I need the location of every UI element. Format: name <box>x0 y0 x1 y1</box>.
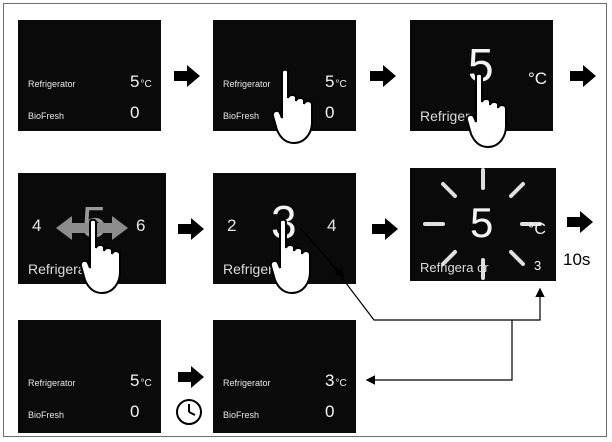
temp-unit: °C <box>528 69 548 88</box>
right-arrow-icon <box>370 65 396 87</box>
next-value: 4 <box>327 216 337 235</box>
temp-unit: °C <box>528 221 546 238</box>
diagram-frame <box>3 3 607 437</box>
screen-7-returned: Refrigerator 5°C BioFresh 0 <box>18 320 161 433</box>
right-arrow-icon <box>178 218 204 240</box>
refrigerator-label: Refrigerator <box>223 79 271 89</box>
refrigerator-label: Refrigerator <box>28 378 76 388</box>
refrigerator-label: Refrigerator <box>223 378 271 388</box>
biofresh-label: BioFresh <box>28 410 65 420</box>
biofresh-value: 0 <box>130 103 140 122</box>
biofresh-label: BioFresh <box>223 111 260 121</box>
right-arrow-icon <box>174 65 200 87</box>
right-arrow-icon <box>372 218 398 240</box>
biofresh-value: 0 <box>325 103 335 122</box>
zone-name-partial: Refriger <box>420 108 470 124</box>
screen-8-saved: Refrigerator 3°C BioFresh 0 <box>213 320 356 433</box>
biofresh-label: BioFresh <box>223 410 260 420</box>
previous-value: 2 <box>227 216 237 235</box>
large-temp-value: 5 <box>470 199 494 246</box>
pointing-hand-icon <box>270 218 316 296</box>
right-arrow-icon <box>178 366 204 388</box>
biofresh-value: 0 <box>130 402 140 421</box>
right-arrow-icon <box>570 65 596 87</box>
next-value: 6 <box>136 216 146 235</box>
new-value-small: 3 <box>534 258 542 273</box>
biofresh-value: 0 <box>325 402 335 421</box>
refrigerator-temp: 5°C <box>325 72 347 91</box>
zone-name-partial: Refrigerat <box>28 261 90 277</box>
clock-icon <box>175 398 203 426</box>
right-arrow-icon <box>567 211 593 233</box>
previous-value: 4 <box>32 216 42 235</box>
pointing-hand-icon <box>272 68 318 146</box>
refrigerator-temp: 5°C <box>130 72 152 91</box>
zone-name-partial: Refrigera or <box>420 260 489 275</box>
screen-6-flashing: 5 °C Refrigera or 3 <box>410 168 556 281</box>
refrigerator-temp: 5°C <box>130 371 152 390</box>
delay-label: 10s <box>563 250 591 269</box>
pointing-hand-icon <box>80 218 126 296</box>
zone-name-partial: Refrigera <box>223 261 281 277</box>
pointing-hand-icon <box>466 72 512 150</box>
biofresh-label: BioFresh <box>28 111 65 121</box>
refrigerator-temp: 3°C <box>325 371 347 390</box>
screen-1-initial: Refrigerator 5°C BioFresh 0 <box>18 20 161 131</box>
refrigerator-label: Refrigerator <box>28 79 76 89</box>
